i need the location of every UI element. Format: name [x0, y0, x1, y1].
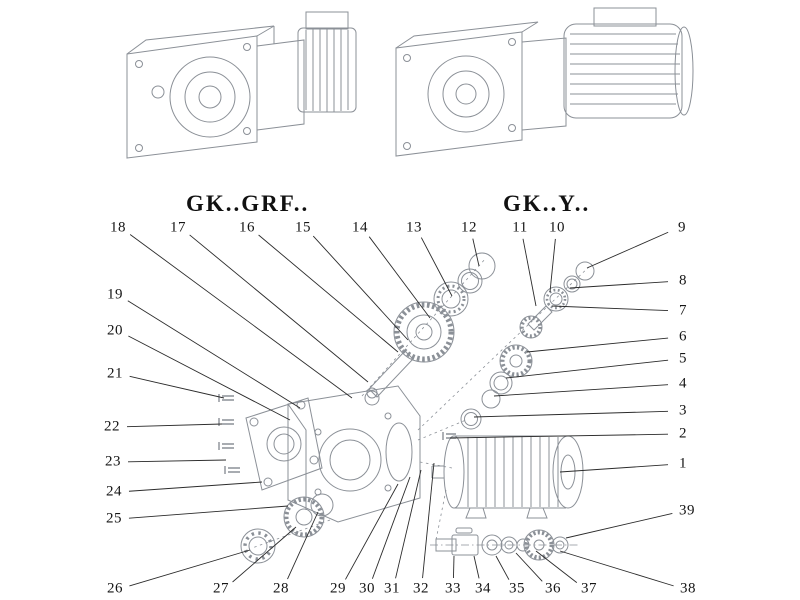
leader-line-12	[472, 238, 480, 267]
leader-line-10	[549, 238, 556, 293]
leader-line-5	[505, 359, 669, 379]
leader-line-4	[493, 384, 669, 397]
output-bearing-and-gear	[240, 493, 334, 564]
leader-line-3	[473, 410, 669, 418]
model-label-gk-grf: GK..GRF..	[186, 191, 310, 216]
leader-line-34	[473, 555, 480, 579]
leader-line-2	[449, 433, 669, 439]
leader-line-8	[569, 281, 669, 289]
leader-line-32	[422, 462, 435, 579]
leader-line-27	[232, 526, 297, 583]
leader-line-16	[258, 234, 399, 353]
model-label-gk-y: GK..Y..	[503, 191, 591, 216]
leader-line-26	[129, 549, 251, 587]
output-shaft-parts	[430, 527, 580, 561]
construction-lines	[251, 257, 593, 549]
leader-line-25	[128, 505, 289, 519]
leader-line-36	[515, 552, 543, 582]
gearbox-y-drawing	[395, 7, 694, 157]
leader-line-11	[522, 238, 537, 307]
gearbox-grf-drawing	[126, 11, 357, 159]
leader-line-14	[368, 236, 431, 319]
leader-line-7	[551, 305, 669, 312]
leader-line-1	[559, 464, 669, 473]
leader-line-21	[129, 375, 225, 399]
exploded-view-drawing	[218, 252, 595, 564]
mounting-flange-and-bolts	[218, 394, 323, 491]
leader-line-13	[420, 237, 453, 297]
leader-line-39	[565, 512, 673, 539]
leader-line-22	[126, 423, 223, 428]
leader-line-33	[453, 555, 455, 579]
motor-drawing	[431, 435, 584, 519]
leader-line-30	[371, 476, 411, 579]
leader-line-6	[526, 337, 669, 353]
leader-line-18	[129, 234, 353, 399]
leader-line-37	[535, 550, 578, 583]
flange-screws	[218, 394, 240, 474]
gear-housing	[287, 385, 421, 523]
leader-line-15	[312, 235, 409, 341]
leader-line-38	[559, 550, 674, 587]
main-gear-stack	[366, 252, 496, 399]
leader-line-35	[495, 555, 510, 580]
leader-line-28	[287, 511, 319, 580]
leader-lines-layer	[126, 231, 674, 587]
leader-line-29	[345, 483, 399, 580]
leader-line-9	[586, 231, 669, 269]
leader-line-23	[127, 459, 227, 463]
leader-line-17	[189, 234, 369, 383]
leader-line-31	[395, 469, 422, 579]
leader-line-24	[128, 481, 263, 492]
leader-line-19	[127, 300, 301, 409]
leader-line-20	[128, 335, 291, 421]
